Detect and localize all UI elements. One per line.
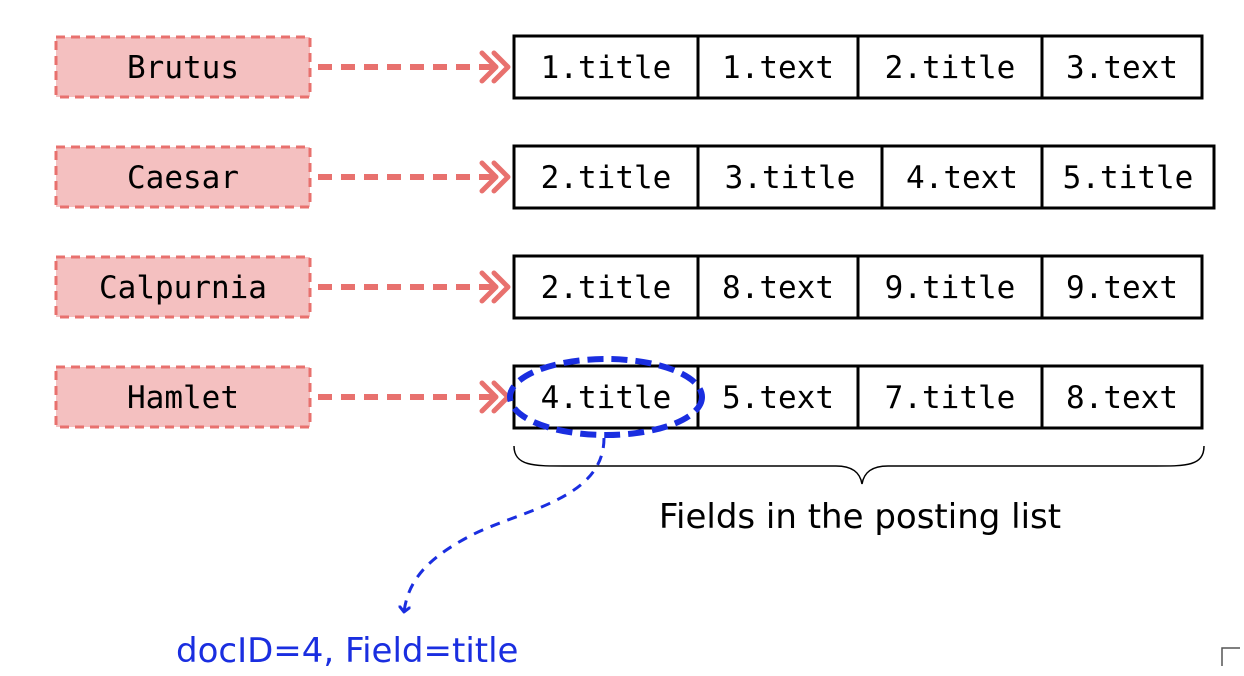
corner-mark xyxy=(1221,647,1240,666)
posting-cell xyxy=(856,364,1044,430)
callout-arrow xyxy=(404,437,606,612)
posting-cell xyxy=(856,34,1044,100)
posting-label: 2.title xyxy=(541,160,672,196)
posting-cell xyxy=(696,254,860,320)
posting-label: 3.text xyxy=(1066,50,1178,86)
posting-label: 1.text xyxy=(722,50,834,86)
term-row: Caesar 2.title 3.title 4.text 5.title xyxy=(54,144,1216,210)
term-label: Brutus xyxy=(127,50,239,86)
brace-label: Fields in the posting list xyxy=(659,497,1061,537)
posting-cell xyxy=(1040,34,1204,100)
posting-label: 4.title xyxy=(541,380,672,416)
term-label: Calpurnia xyxy=(99,270,267,306)
posting-label: 2.title xyxy=(541,270,672,306)
posting-label: 5.title xyxy=(1063,160,1194,196)
posting-label: 2.title xyxy=(885,50,1016,86)
term-box xyxy=(54,255,312,319)
posting-cell xyxy=(1040,254,1204,320)
term-label: Hamlet xyxy=(127,380,239,416)
posting-cell xyxy=(512,364,700,430)
term-row: Hamlet 4.title 5.text 7.title 8.text xyxy=(54,364,1204,430)
arrowhead xyxy=(479,50,511,84)
posting-label: 1.title xyxy=(541,50,672,86)
posting-cell xyxy=(512,254,700,320)
posting-label: 4.text xyxy=(906,160,1018,196)
callout-label: docID=4, Field=title xyxy=(176,631,518,671)
posting-label: 5.text xyxy=(722,380,834,416)
term-label: Caesar xyxy=(127,160,239,196)
arrowhead xyxy=(479,160,511,194)
posting-cell xyxy=(1040,144,1216,210)
term-box xyxy=(54,145,312,209)
posting-cell xyxy=(1040,364,1204,430)
highlight-ellipse xyxy=(507,356,705,438)
arrowhead xyxy=(479,270,511,304)
posting-label: 9.title xyxy=(885,270,1016,306)
term-box xyxy=(54,365,312,429)
posting-label: 7.title xyxy=(885,380,1016,416)
term-row: Brutus 1.title 1.text 2.title 3.text xyxy=(54,34,1204,100)
posting-list-brace xyxy=(513,445,1205,485)
posting-cell xyxy=(696,34,860,100)
posting-cell xyxy=(696,364,860,430)
posting-label: 8.text xyxy=(1066,380,1178,416)
posting-cell xyxy=(856,254,1044,320)
term-box xyxy=(54,35,312,99)
posting-label: 8.text xyxy=(722,270,834,306)
posting-label: 3.title xyxy=(725,160,856,196)
posting-label: 9.text xyxy=(1066,270,1178,306)
term-row: Calpurnia 2.title 8.text 9.title 9.text xyxy=(54,254,1204,320)
